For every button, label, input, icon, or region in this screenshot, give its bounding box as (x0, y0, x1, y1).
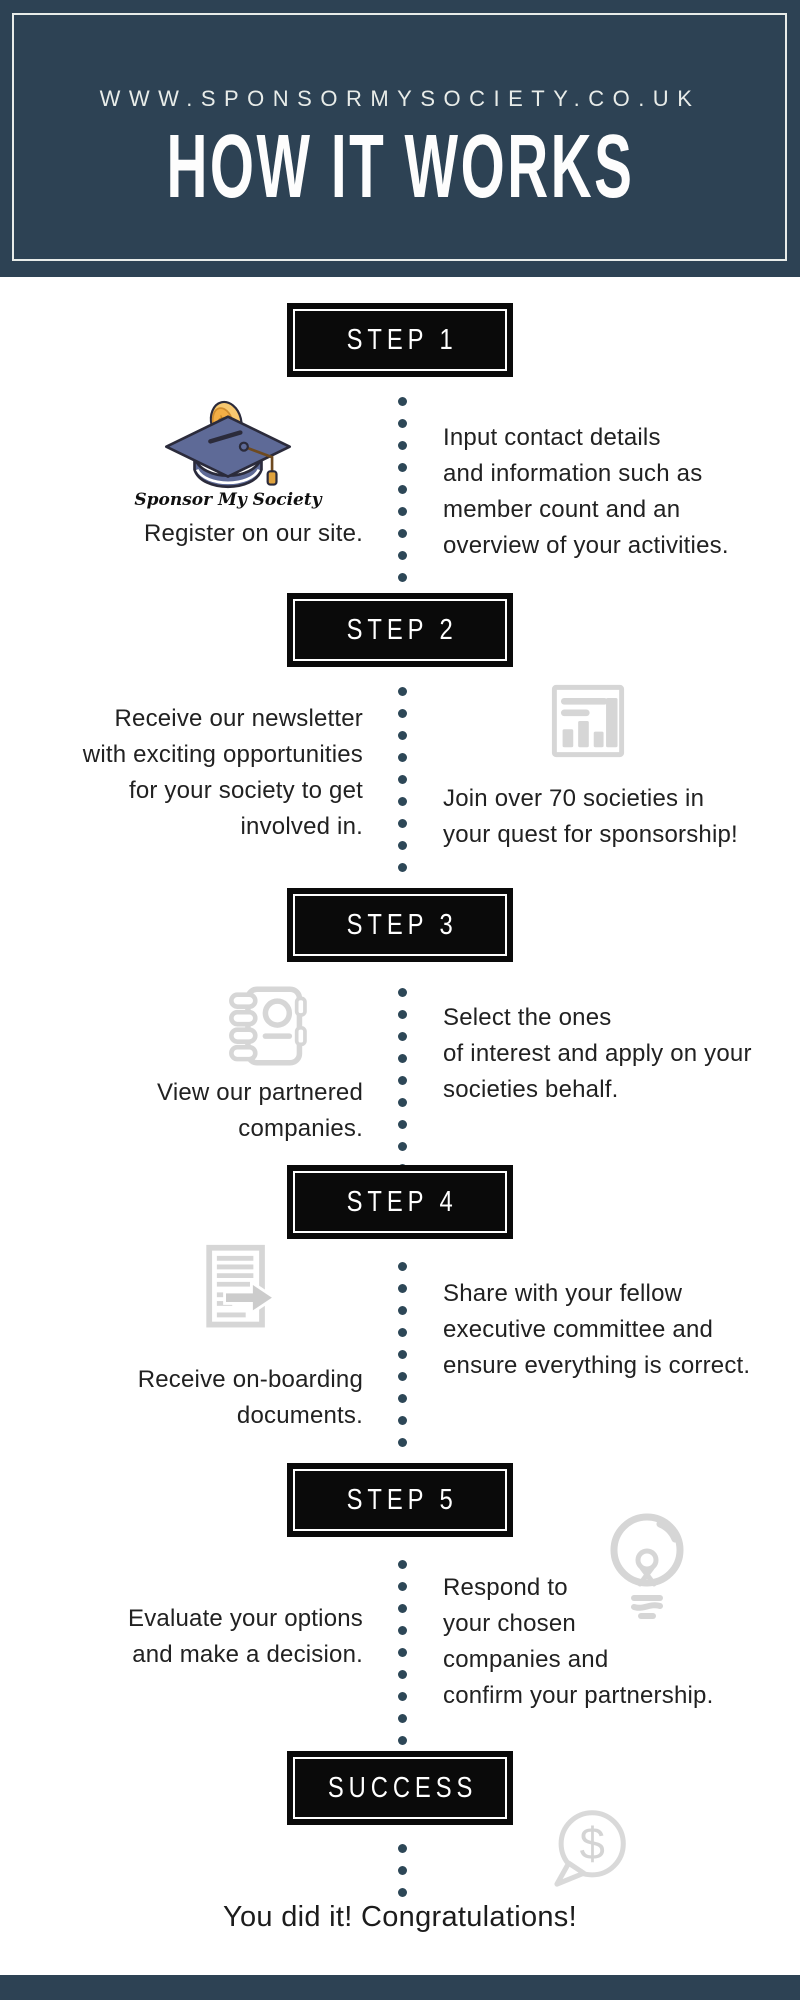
text-line: Receive on-boarding (137, 1366, 363, 1393)
step5-left-text: Evaluate your options and make a decisio… (40, 1601, 363, 1673)
website-url: WWW.SPONSORMYSOCIETY.CO.UK (99, 86, 701, 111)
step4-right-text: Share with your fellow executive committ… (443, 1276, 788, 1384)
step3-left-text: View our partnered companies. (40, 1075, 363, 1147)
step2-left-text: Receive our newsletter with exciting opp… (40, 701, 363, 845)
text-line: for your society to get (128, 777, 363, 804)
step3-right-text: Select the ones of interest and apply on… (443, 1000, 788, 1108)
header-banner: WWW.SPONSORMYSOCIETY.CO.UK HOW IT WORKS (0, 0, 800, 277)
text-line: of interest and apply on your (443, 1040, 752, 1067)
step1-right-text: Input contact details and information su… (443, 420, 788, 564)
text-line: Register on our site. (144, 520, 363, 547)
step1-left-text: Register on our site. (40, 516, 363, 552)
notebook-icon (229, 986, 307, 1066)
step1-badge: STEP 1 (287, 303, 513, 377)
document-share-icon (206, 1244, 278, 1328)
text-line: societies behalf. (443, 1076, 619, 1103)
step4-badge: STEP 4 (287, 1165, 513, 1239)
bar-chart-report-icon (551, 684, 625, 758)
dotted-connector (398, 397, 407, 582)
svg-text:$: $ (580, 1818, 605, 1869)
step5-right-text: Respond to your chosen companies and con… (443, 1570, 788, 1714)
text-line: overview of your activities. (443, 532, 729, 559)
text-line: companies and (443, 1646, 609, 1673)
text-line: executive committee and (443, 1316, 714, 1343)
lightbulb-icon (610, 1513, 684, 1619)
text-line: Input contact details (443, 424, 661, 451)
text-line: and information such as (443, 460, 703, 487)
step4-left-text: Receive on-boarding documents. (40, 1362, 363, 1434)
step3-badge: STEP 3 (287, 888, 513, 962)
page-title: HOW IT WORKS (165, 117, 635, 217)
dotted-connector (398, 1844, 407, 1897)
text-line: and make a decision. (132, 1641, 363, 1668)
text-line: your quest for sponsorship! (443, 821, 738, 848)
header-inner-border (12, 13, 787, 261)
text-line: involved in. (240, 813, 363, 840)
text-line: Receive our newsletter (114, 705, 363, 732)
dotted-connector (398, 1560, 407, 1745)
step2-right-text: Join over 70 societies in your quest for… (443, 781, 788, 853)
dotted-connector (398, 687, 407, 872)
dollar-speech-bubble-icon: $ (554, 1810, 626, 1887)
success-badge: SUCCESS (287, 1751, 513, 1825)
graduation-cap-coin-logo: $ (164, 400, 292, 488)
text-line: companies. (238, 1115, 363, 1142)
text-line: Select the ones (443, 1004, 612, 1031)
success-message: You did it! Congratulations! (223, 1901, 577, 1933)
footer-bar (0, 1975, 800, 2000)
text-line: ensure everything is correct. (443, 1352, 751, 1379)
dotted-connector (398, 988, 407, 1173)
text-line: Evaluate your options (127, 1605, 363, 1632)
step5-badge: STEP 5 (287, 1463, 513, 1537)
text-line: Share with your fellow (443, 1280, 683, 1307)
text-line: Join over 70 societies in (443, 785, 705, 812)
dotted-connector (398, 1262, 407, 1447)
text-line: member count and an (443, 496, 681, 523)
text-line: your chosen (443, 1610, 576, 1637)
logo-caption: Sponsor My Society (134, 490, 322, 510)
text-line: Respond to (443, 1574, 568, 1601)
text-line: with exciting opportunities (82, 741, 363, 768)
step2-badge: STEP 2 (287, 593, 513, 667)
text-line: confirm your partnership. (443, 1682, 714, 1709)
text-line: View our partnered (157, 1079, 363, 1106)
text-line: documents. (236, 1402, 363, 1429)
